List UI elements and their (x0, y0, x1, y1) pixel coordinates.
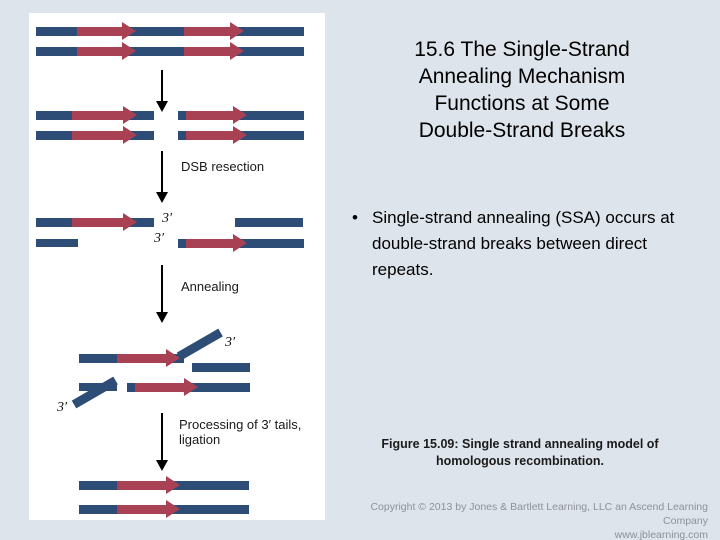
page-title: 15.6 The Single-Strand Annealing Mechani… (344, 36, 700, 144)
process-label-processing-ligation: Processing of 3′ tails, ligation (179, 417, 302, 447)
process-arrow-ligation (156, 413, 168, 471)
title-line: 15.6 The Single-Strand (414, 38, 630, 61)
bullet-marker-icon: • (352, 208, 358, 227)
prime-label-bottom: 3′ (154, 231, 165, 246)
direct-repeat-arrow (184, 42, 244, 60)
direct-repeat-arrow (72, 106, 137, 124)
direct-repeat-arrow (117, 349, 180, 367)
bullet-list: • Single-strand annealing (SSA) occurs a… (352, 205, 702, 283)
direct-repeat-arrow (117, 500, 180, 518)
prime-label-top: 3′ (162, 211, 173, 226)
direct-repeat-arrow (135, 378, 198, 396)
backbone-segment (36, 47, 304, 56)
process-arrow-break (156, 70, 168, 112)
caption-line: Figure 15.09: Single strand annealing mo… (381, 437, 659, 451)
process-label-dsb-resection: DSB resection (181, 159, 265, 174)
direct-repeat-arrow (77, 42, 136, 60)
title-line: Functions at Some (434, 92, 610, 115)
prime-label-top-annealed: 3′ (225, 335, 236, 350)
backbone-segment (36, 239, 78, 247)
list-item: • Single-strand annealing (SSA) occurs a… (352, 205, 702, 283)
prime-label-bottom-annealed: 3′ (57, 400, 68, 415)
title-line: Double-Strand Breaks (418, 119, 626, 142)
title-line: Annealing Mechanism (418, 65, 626, 88)
process-arrow-annealing (156, 265, 168, 323)
process-label-annealing: Annealing (181, 279, 239, 294)
figure-panel: DSB resection 3′ 3′ Annealing 3′ (29, 13, 325, 520)
backbone-segment (36, 27, 304, 36)
direct-repeat-arrow (117, 476, 180, 494)
direct-repeat-arrow (186, 234, 247, 252)
direct-repeat-arrow (72, 126, 137, 144)
website-url: www.jblearning.com (614, 529, 708, 540)
copyright-line: Copyright © 2013 by Jones & Bartlett Lea… (370, 501, 708, 527)
direct-repeat-arrow (186, 106, 247, 124)
process-arrow-resection (156, 151, 168, 203)
direct-repeat-arrow (72, 213, 137, 231)
backbone-segment (192, 363, 250, 372)
bullet-text: Single-strand annealing (SSA) occurs at … (372, 208, 675, 279)
caption-line: homologous recombination. (435, 454, 605, 468)
copyright-notice: Copyright © 2013 by Jones & Bartlett Lea… (336, 500, 708, 540)
direct-repeat-arrow (186, 126, 247, 144)
backbone-segment (235, 218, 303, 227)
direct-repeat-arrow (77, 22, 136, 40)
figure-caption: Figure 15.09: Single strand annealing mo… (336, 436, 704, 470)
direct-repeat-arrow (184, 22, 244, 40)
three-prime-flap (71, 376, 118, 409)
